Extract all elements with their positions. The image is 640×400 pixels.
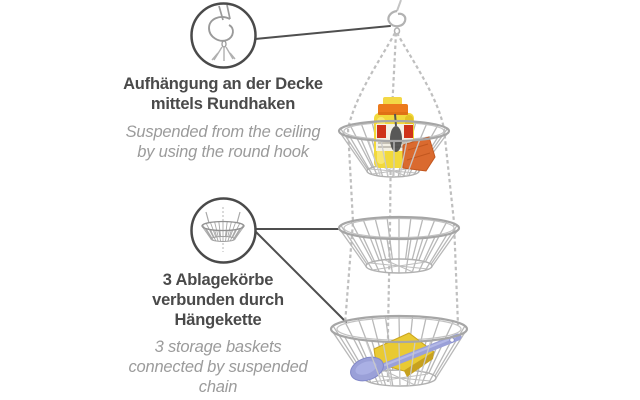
- text-line: 3 Ablagekörbe: [162, 271, 274, 289]
- callout-lines: [254, 25, 391, 323]
- text-line: Hängekette: [174, 311, 262, 329]
- spoon: [350, 333, 462, 382]
- hanging-basket-product: [329, 0, 469, 387]
- text-line: verbunden durch: [152, 291, 284, 309]
- annotation-baskets: 3 Ablagekörbe verbunden durch Hängekette…: [108, 270, 328, 397]
- callout-line-hook: [254, 25, 391, 40]
- chain-left: [343, 32, 396, 325]
- round-hook-detail-icon: [190, 2, 257, 69]
- chain-right: [396, 32, 460, 326]
- text-line: connected by suspended: [128, 358, 308, 376]
- annotation-baskets-german: 3 Ablagekörbe verbunden durch Hängekette: [108, 270, 328, 330]
- bottom-basket: [329, 314, 469, 387]
- round-hook: [387, 0, 407, 35]
- callout-line-bottom-basket: [255, 231, 347, 323]
- top-basket: [337, 97, 451, 178]
- text-line: Aufhängung an der Decke: [123, 75, 323, 93]
- text-line: mittels Rundhaken: [150, 95, 296, 113]
- wire-basket-detail-icon: [190, 197, 257, 264]
- text-line: by using the round hook: [137, 143, 309, 161]
- text-line: chain: [198, 378, 238, 396]
- chain-center: [386, 32, 398, 382]
- annotation-baskets-english: 3 storage baskets connected by suspended…: [108, 337, 328, 397]
- annotation-hook-german: Aufhängung an der Decke mittels Rundhake…: [113, 74, 333, 114]
- middle-basket: [337, 215, 461, 274]
- text-line: 3 storage baskets: [154, 338, 282, 356]
- text-line: Suspended from the ceiling: [125, 123, 321, 141]
- annotation-hook: Aufhängung an der Decke mittels Rundhake…: [113, 74, 333, 162]
- annotation-hook-english: Suspended from the ceiling by using the …: [113, 122, 333, 162]
